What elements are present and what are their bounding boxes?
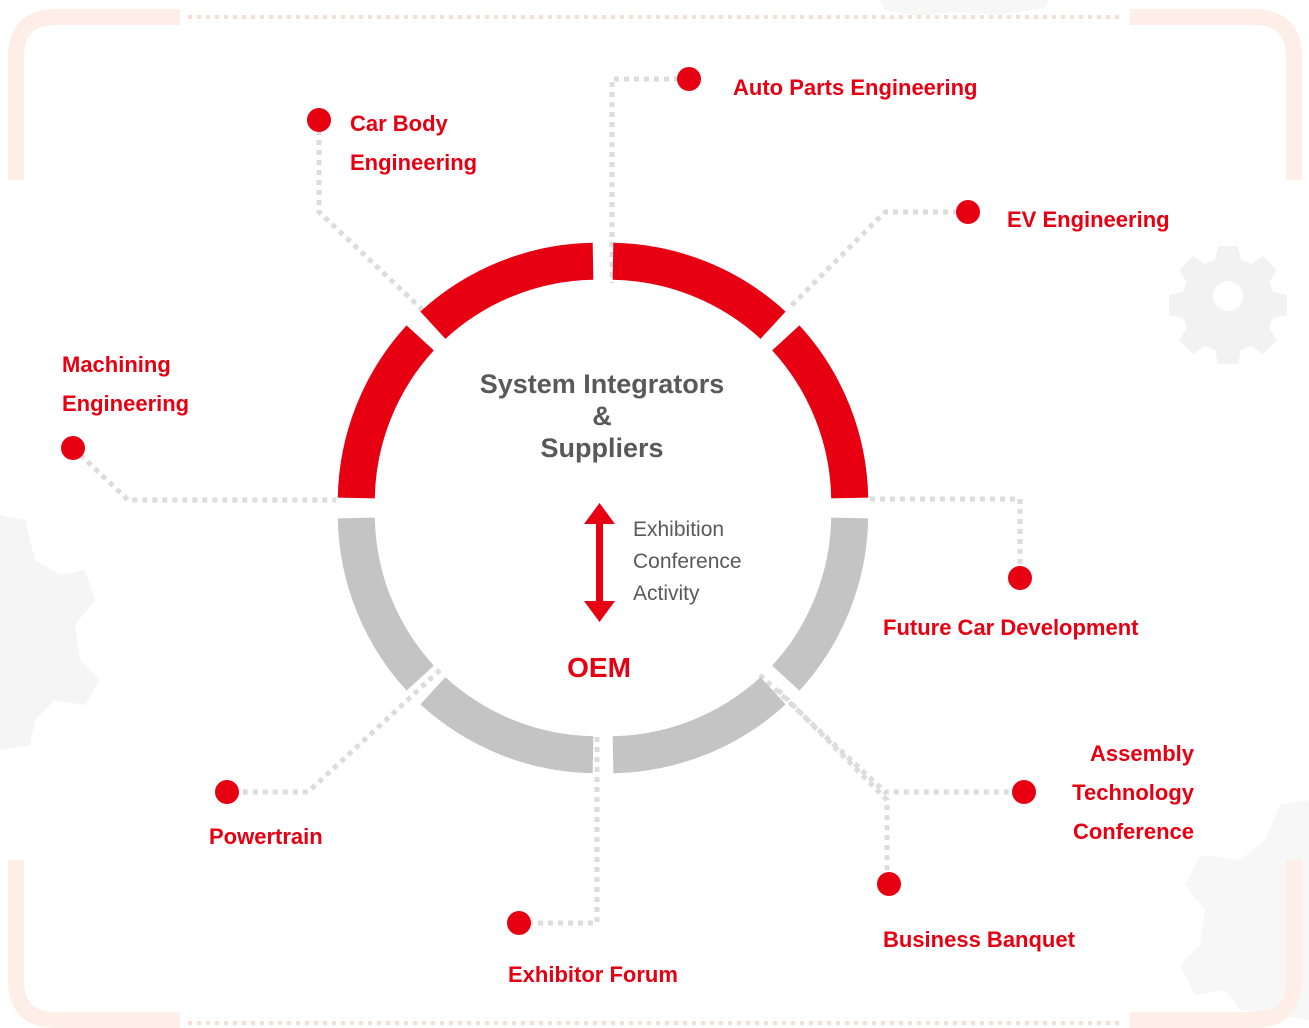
label-line: Car Body [350,111,448,136]
dot-assembly [1012,780,1036,804]
double-arrow-icon [584,503,615,622]
connector-future-car [870,496,1023,578]
dot-auto-parts [677,67,701,91]
label-exhibitor-forum: Exhibitor Forum [508,962,678,987]
activity-item: Conference [633,550,742,573]
activity-item: Exhibition [633,518,725,541]
connector-powertrain [227,668,442,795]
main-ring [337,242,869,774]
dot-powertrain [215,780,239,804]
connector-assembly [758,673,1024,795]
ring-segment-car-body [420,242,594,340]
dot-ev [956,200,980,224]
label-business-banquet: Business Banquet [883,927,1075,952]
dot-exhibitor-forum [507,911,531,935]
label-line: Engineering [62,391,190,416]
ring-segment-ev [771,325,869,499]
oem-label: OEM [567,652,631,683]
ring-segment-future-car [771,517,869,691]
connector-auto-parts [609,76,689,283]
ring-segment-powertrain [337,517,435,691]
dot-future-car [1008,566,1032,590]
connector-business-banquet [776,688,890,884]
ring-segment-machining [337,325,435,499]
ring-segment-auto-parts [612,242,786,340]
connector-machining [71,446,336,503]
center-title-line: System Integrators [479,369,725,399]
label-car-body-engineering: Car Body Engineering [350,104,477,182]
connector-exhibitor-forum [519,737,600,926]
dot-business-banquet [877,872,901,896]
label-line: Assembly [1090,741,1194,766]
dot-machining [61,436,85,460]
activities-list: Exhibition Conference Activity [633,514,742,610]
gear-icon [1169,246,1287,364]
activity-item: Activity [633,582,700,605]
decorative-frame [8,9,1302,1028]
label-line: Machining [62,352,171,377]
label-future-car-development: Future Car Development [883,615,1139,640]
connector-lines [71,76,1024,926]
label-line: Conference [1072,819,1194,844]
connector-car-body [316,120,432,319]
label-assembly-technology-conference: Assembly Technology Conference [1072,734,1194,851]
label-machining-engineering: Machining Engineering [62,345,189,423]
center-title-line: Suppliers [540,433,664,463]
label-powertrain: Powertrain [209,824,323,849]
label-line: Engineering [350,150,478,175]
label-ev-engineering: EV Engineering [1007,207,1170,232]
connector-dots [61,67,1036,935]
label-line: Technology [1072,780,1194,805]
center-title-line: & [592,401,612,431]
label-auto-parts-engineering: Auto Parts Engineering [733,75,978,100]
ring-segment-exhibitor [420,676,594,774]
ring-segment-assembly [612,676,786,774]
connector-ev [788,209,968,309]
dot-car-body [307,108,331,132]
center-title: System Integrators & Suppliers [452,368,752,464]
